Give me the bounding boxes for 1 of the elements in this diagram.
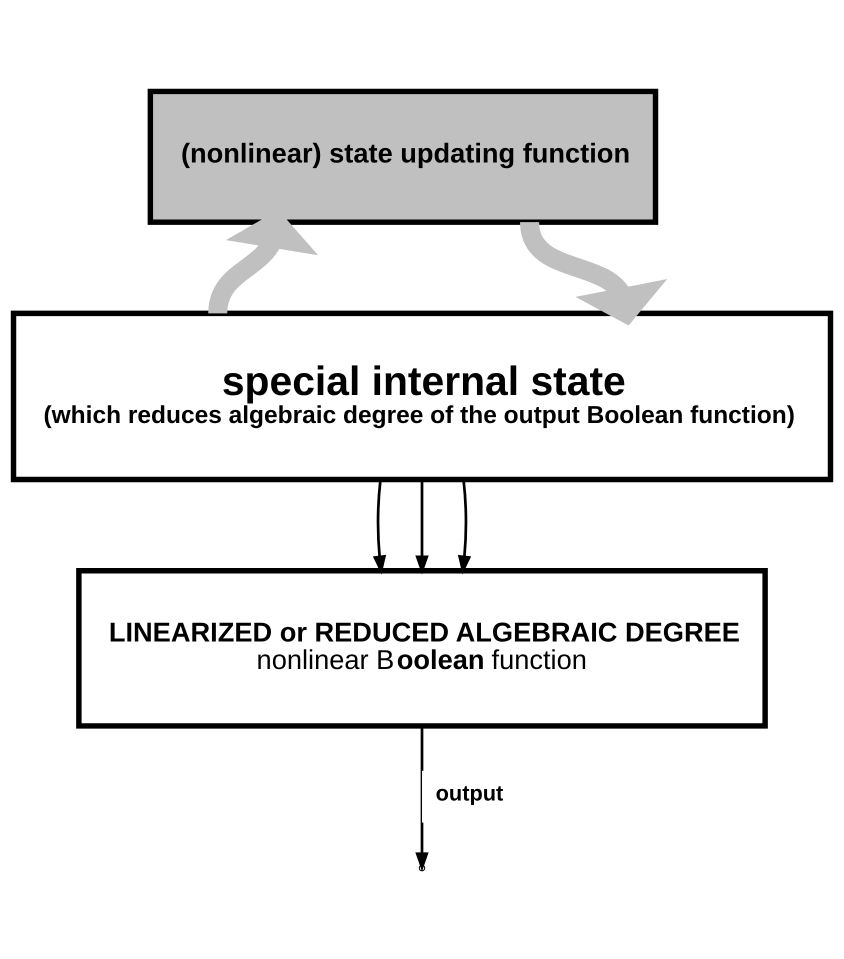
edge-label: output xyxy=(436,780,504,806)
